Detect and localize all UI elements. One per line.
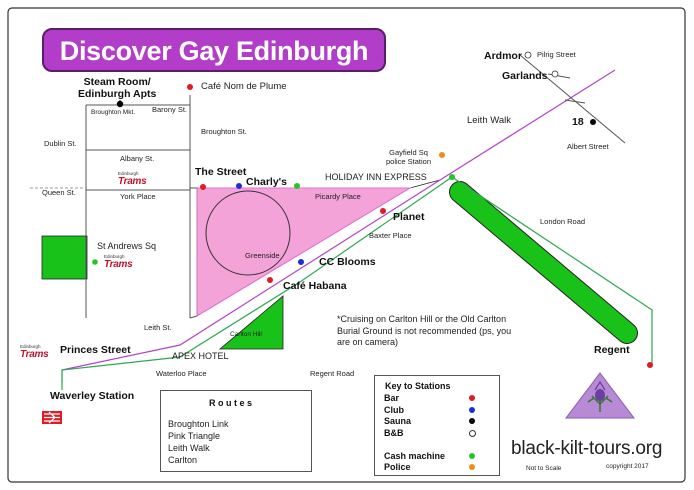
- marker-club: [236, 183, 242, 189]
- venue-ardmor: Ardmor: [484, 50, 522, 62]
- street-broughton-mkt: Broughton Mkt.: [91, 109, 136, 116]
- key-item-club: Club: [384, 405, 404, 415]
- key-dot-sauna: [469, 418, 475, 424]
- marker-bnb: [551, 70, 559, 78]
- thistle-logo-leaves: [587, 397, 613, 403]
- key-item-police: Police: [384, 462, 411, 472]
- marker-cash-machine: [92, 259, 98, 265]
- key-item-cash-machine: Cash machine: [384, 451, 446, 461]
- street-london-road: London Road: [540, 217, 586, 226]
- venue-steam-room: Steam Room/ Edinburgh Apts: [78, 76, 157, 101]
- map-border: [7, 7, 686, 483]
- street-albany: Albany St.: [120, 154, 155, 163]
- key-to-stations: Key to Stations Bar Club Sauna B&B Cash …: [374, 375, 500, 476]
- venue-cc-blooms: CC Blooms: [319, 256, 376, 268]
- venue-cafe-nom: Café Nom de Plume: [201, 81, 287, 92]
- not-to-scale: Not to Scale: [526, 465, 562, 472]
- venue-holiday-inn: HOLIDAY INN EXPRESS: [325, 172, 427, 182]
- marker-sauna: [116, 100, 124, 108]
- street-albert: Albert Street: [567, 142, 609, 151]
- street-greenside: Greenside: [245, 251, 280, 260]
- marker-club: [298, 259, 304, 265]
- cruising-note: *Cruising on Carlton Hill or the Old Car…: [337, 314, 512, 348]
- route-leith-walk: [61, 69, 616, 371]
- legend-item-broughton: Broughton Link: [168, 419, 229, 429]
- legend-item-carlton: Carlton: [168, 455, 198, 465]
- street-baxter: Baxter Place: [369, 231, 412, 240]
- key-item-bar: Bar: [384, 393, 400, 403]
- key-dot-club: [469, 407, 475, 413]
- marker-bar: [380, 208, 386, 214]
- page-title: Discover Gay Edinburgh: [59, 36, 369, 66]
- thistle-logo-flower: [595, 389, 605, 401]
- st-andrews-square-area: [41, 235, 88, 280]
- routes-legend-title: R o u t e s: [209, 398, 253, 408]
- street-dublin: Dublin St.: [44, 139, 77, 148]
- title-banner: Discover Gay Edinburgh: [42, 28, 386, 72]
- london-road-park: [450, 182, 637, 343]
- carlton-hill-area: [218, 295, 284, 350]
- street-picardy: Picardy Place: [315, 192, 361, 201]
- venue-charlys: Charly's: [246, 176, 288, 188]
- routes-legend: R o u t e s Broughton Link Pink Triangle…: [160, 390, 312, 472]
- street-pilrig: Pilrig Street: [537, 50, 576, 59]
- greenside-circle: [205, 190, 291, 276]
- marker-bnb: [524, 51, 532, 59]
- marker-police: [439, 152, 445, 158]
- key-dot-police: [469, 464, 475, 470]
- street-leith-st: Leith St.: [144, 323, 172, 332]
- venue-18: 18: [572, 116, 584, 128]
- marker-bar: [187, 84, 193, 90]
- route-pink-triangle: [196, 187, 412, 317]
- street-queen: Queen St.: [42, 188, 76, 197]
- marker-bar: [267, 277, 273, 283]
- street-carlton-hill: Carlton Hill: [230, 331, 262, 338]
- street-line: [189, 315, 198, 319]
- street-line: [547, 73, 571, 79]
- street-regent-road: Regent Road: [310, 369, 355, 378]
- key-dot-bar: [469, 395, 475, 401]
- marker-cash-machine: [449, 174, 455, 180]
- key-title: Key to Stations: [385, 381, 451, 391]
- brand-logo-text: black-kilt-tours.org: [511, 438, 663, 459]
- street-line: [564, 99, 586, 104]
- key-dot-cash-machine: [469, 453, 475, 459]
- street-york: York Place: [120, 192, 156, 201]
- legend-item-pink-triangle: Pink Triangle: [168, 431, 221, 441]
- venue-apex-hotel: APEX HOTEL: [172, 351, 229, 361]
- venue-planet: Planet: [393, 211, 425, 223]
- venue-cafe-habana: Café Habana: [283, 280, 347, 292]
- venue-the-street: The Street: [195, 166, 247, 178]
- thistle-logo-spikes: [594, 380, 606, 391]
- legend-item-leith-walk: Leith Walk: [168, 443, 210, 453]
- street-waterloo: Waterloo Place: [156, 369, 207, 378]
- street-barony: Barony St.: [152, 105, 188, 114]
- marker-bar: [200, 184, 206, 190]
- street-princes: Princes Street: [60, 344, 131, 356]
- street-broughton-st: Broughton St.: [201, 127, 247, 136]
- copyright: copyright 2017: [606, 463, 649, 470]
- street-leith-walk: Leith Walk: [467, 115, 511, 126]
- street-st-andrews: St Andrews Sq: [97, 241, 157, 251]
- marker-cash-machine: [294, 183, 300, 189]
- venue-gayfield-police: Gayfield Sq police Station: [386, 148, 432, 167]
- rail-logo-mark: [44, 411, 60, 424]
- venue-garlands: Garlands: [502, 70, 548, 82]
- key-dot-bnb: [469, 430, 476, 437]
- street-regent: Regent: [594, 344, 630, 356]
- waverley-station: Waverley Station: [50, 390, 135, 402]
- marker-sauna: [590, 119, 596, 125]
- marker-bar: [647, 362, 653, 368]
- key-item-bnb: B&B: [384, 428, 404, 438]
- street-line: [519, 54, 626, 144]
- key-item-sauna: Sauna: [384, 416, 412, 426]
